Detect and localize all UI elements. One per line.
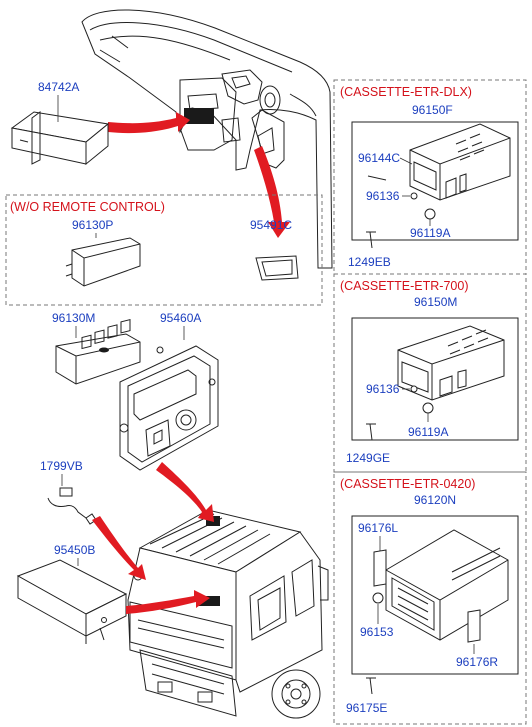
arrow-icon: [92, 516, 146, 580]
part-etr0420-96175E: 96175E: [346, 701, 387, 715]
part-etr0420-96153: 96153: [360, 625, 394, 639]
part-1799VB: 1799VB: [40, 459, 83, 473]
arrow-icon: [156, 462, 214, 522]
etr700-section-frame: [333, 273, 527, 473]
arrow-icon: [126, 590, 210, 614]
part-etr0420-96120N: 96120N: [414, 493, 456, 507]
part-dlx-96150F: 96150F: [412, 103, 453, 117]
right-bracket: [467, 609, 481, 643]
etr700-radio-unit: [397, 325, 505, 401]
section-remote: (W/O REMOTE CONTROL): [10, 200, 165, 214]
screw-icon: [156, 346, 164, 354]
switch-panel: [55, 318, 141, 385]
part-etr700-96150M: 96150M: [414, 295, 457, 309]
dlx-section-frame: [333, 79, 527, 275]
etr0420-inner-frame: [351, 515, 519, 675]
part-etr700-96136: 96136: [366, 382, 400, 396]
arrow-icon: [108, 112, 190, 134]
dlx-inner-frame: [351, 121, 519, 241]
wiring-harness: [47, 487, 97, 525]
section-dlx: (CASSETTE-ETR-DLX): [340, 85, 472, 99]
etr0420-radio-unit: [385, 529, 509, 641]
etr700-inner-frame: [351, 317, 519, 441]
part-95450B: 95450B: [54, 543, 95, 557]
dlx-key: [367, 175, 387, 181]
part-dlx-96144C: 96144C: [358, 151, 400, 165]
amplifier-box: [16, 559, 128, 644]
part-84742A: 84742A: [38, 80, 79, 94]
section-etr0420: (CASSETTE-ETR-0420): [340, 477, 475, 491]
left-bracket: [373, 549, 387, 587]
part-dlx-96119A: 96119A: [410, 226, 450, 240]
blank-plate: [65, 237, 141, 287]
dlx-knob: [424, 208, 436, 220]
part-etr700-1249GE: 1249GE: [346, 451, 390, 465]
arrow-icon: [254, 146, 290, 238]
etr700-knob: [422, 402, 434, 414]
part-etr700-96119A: 96119A: [408, 425, 448, 439]
part-dlx-1249EB: 1249EB: [348, 255, 391, 269]
part-etr0420-96176R: 96176R: [456, 655, 498, 669]
part-95460A: 95460A: [160, 311, 201, 325]
part-95491C: 95491C: [250, 218, 292, 232]
audio-bezel: [119, 345, 219, 471]
truck-cab-illustration: [127, 509, 329, 719]
remote-section-frame: [5, 194, 323, 306]
dashboard-illustration: [81, 9, 333, 269]
part-96130P: 96130P: [72, 218, 113, 232]
section-etr700: (CASSETTE-ETR-700): [340, 279, 469, 293]
etr0420-section-frame: [333, 471, 527, 725]
part-96130M: 96130M: [52, 311, 95, 325]
radio-holder-bracket: [10, 111, 110, 166]
dlx-radio-unit: [409, 123, 511, 201]
etr0420-knob: [372, 592, 384, 604]
part-dlx-96136: 96136: [366, 189, 400, 203]
part-etr0420-96176L: 96176L: [358, 521, 398, 535]
